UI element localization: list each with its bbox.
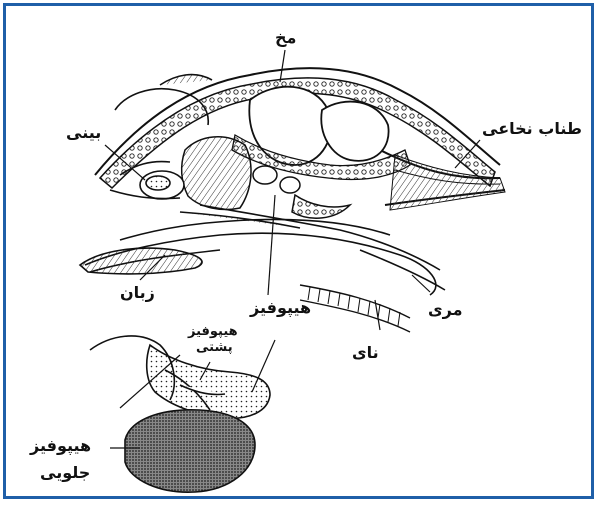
trachea-tube [300,285,410,332]
label-trachea: نای [352,345,379,361]
label-spinal-cord: طناب نخاعی [482,121,582,137]
tongue-shape [80,248,202,274]
label-hypophysis: هیپوفیز [250,300,311,316]
label-nose: بینی [66,125,101,141]
label-anterior-hypophysis-2: جلویی [40,465,90,481]
label-posterior-hypophysis-1: هیپوفیز [188,325,238,338]
pituitary-inset [90,336,275,492]
label-brain: مخ [275,30,296,46]
cranial-cavity [182,137,251,210]
label-esophagus: مری [428,302,463,318]
label-tongue: زبان [120,285,155,301]
label-anterior-hypophysis-1: هیپوفیز [30,438,91,454]
label-posterior-hypophysis-2: پشتی [196,341,233,354]
